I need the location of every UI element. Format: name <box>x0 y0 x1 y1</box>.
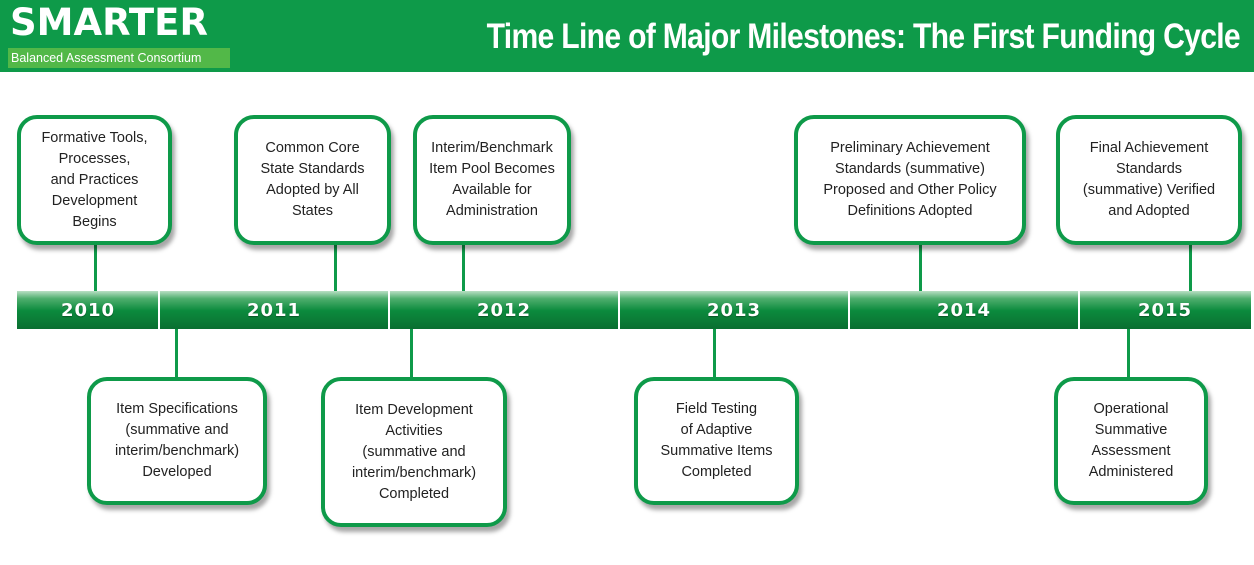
milestone-text: Preliminary Achievement Standards (summa… <box>823 140 997 219</box>
year-divider <box>848 291 850 329</box>
milestone-item-specifications: Item Specifications (summative and inter… <box>87 377 267 505</box>
timeline-bar: 2010 2011 2012 2013 2014 2015 <box>17 291 1251 329</box>
year-2015: 2015 <box>1079 291 1251 329</box>
milestone-text: Item Development Activities (summative a… <box>351 401 477 502</box>
connector-above-4 <box>919 243 922 291</box>
milestone-text: Item Specifications (summative and inter… <box>114 401 240 480</box>
milestone-text: Formative Tools, Processes, and Practice… <box>41 129 148 230</box>
year-divider <box>388 291 390 329</box>
milestone-field-testing: Field Testing of Adaptive Summative Item… <box>634 377 799 505</box>
milestone-text: Interim/Benchmark Item Pool Becomes Avai… <box>429 140 555 219</box>
milestone-text: Final Achievement Standards (summative) … <box>1082 140 1216 219</box>
milestone-interim-item-pool: Interim/Benchmark Item Pool Becomes Avai… <box>413 115 571 245</box>
connector-above-1 <box>94 243 97 291</box>
year-2013: 2013 <box>619 291 849 329</box>
milestone-final-standards: Final Achievement Standards (summative) … <box>1056 115 1242 245</box>
milestone-formative-tools: Formative Tools, Processes, and Practice… <box>17 115 172 245</box>
milestone-operational-assessment: Operational Summative Assessment Adminis… <box>1054 377 1208 505</box>
header-banner: SMARTER Balanced Assessment Consortium T… <box>0 0 1254 72</box>
connector-above-2 <box>334 243 337 291</box>
year-2012: 2012 <box>389 291 619 329</box>
milestone-common-core: Common Core State Standards Adopted by A… <box>234 115 391 245</box>
milestone-item-development: Item Development Activities (summative a… <box>321 377 507 527</box>
connector-above-3 <box>462 243 465 291</box>
connector-below-2 <box>410 329 413 379</box>
year-2011: 2011 <box>159 291 389 329</box>
connector-below-3 <box>713 329 716 379</box>
connector-above-5 <box>1189 243 1192 291</box>
year-divider <box>158 291 160 329</box>
milestone-preliminary-standards: Preliminary Achievement Standards (summa… <box>794 115 1026 245</box>
page-title: Time Line of Major Milestones: The First… <box>486 17 1241 56</box>
year-2010: 2010 <box>17 291 159 329</box>
milestone-text: Operational Summative Assessment Adminis… <box>1088 401 1174 480</box>
logo-subtitle: Balanced Assessment Consortium <box>8 48 230 68</box>
connector-below-1 <box>175 329 178 379</box>
year-divider <box>618 291 620 329</box>
logo-wordmark: SMARTER <box>10 1 208 44</box>
year-2014: 2014 <box>849 291 1079 329</box>
year-divider <box>1078 291 1080 329</box>
milestone-text: Common Core State Standards Adopted by A… <box>260 140 365 219</box>
milestone-text: Field Testing of Adaptive Summative Item… <box>660 401 773 480</box>
connector-below-4 <box>1127 329 1130 379</box>
